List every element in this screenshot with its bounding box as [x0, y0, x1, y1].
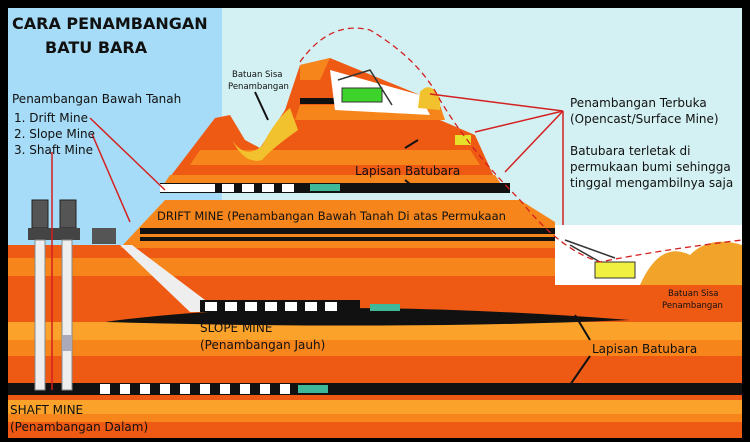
- waste-rock-right-label-1: Batuan Sisa: [668, 289, 718, 299]
- surface-desc3: tinggal mengambilnya saja: [570, 176, 733, 190]
- title-line2: BATU BARA: [45, 38, 148, 57]
- open-pit: [337, 69, 742, 285]
- surface-desc2: permukaan bumi sehingga: [570, 160, 731, 174]
- underground-heading: Penambangan Bawah Tanah: [12, 92, 181, 106]
- shaft-towers: [28, 199, 116, 391]
- mine-cart-icon: [298, 385, 328, 393]
- mine-cart-icon: [310, 184, 340, 191]
- surface-line2: (Opencast/Surface Mine): [570, 112, 719, 126]
- shaft-mine-label-1: SHAFT MINE: [10, 403, 83, 417]
- coal-seam-top-label: Lapisan Batubara: [355, 164, 460, 178]
- surface-desc1: Batubara terletak di: [570, 144, 690, 158]
- shaft-tunnel: [100, 384, 328, 394]
- slope-coal-seam: [105, 307, 630, 326]
- pointer-lines: [51, 93, 564, 390]
- slope-incline: [120, 245, 205, 312]
- waste-rock-right-label-2: Penambangan: [662, 301, 723, 311]
- list-item-shaft: 3. Shaft Mine: [14, 143, 93, 157]
- label-pointers: [254, 91, 591, 386]
- waste-rock-top-label-2: Penambangan: [228, 82, 289, 92]
- drift-mine-label: DRIFT MINE (Penambangan Bawah Tanah Di a…: [157, 209, 506, 223]
- waste-rock-pile-right: [640, 241, 742, 285]
- shaft-mine-label-2: (Penambangan Dalam): [10, 420, 148, 434]
- waste-rock-pile-top: [232, 108, 298, 161]
- drift-tunnel: [160, 183, 510, 193]
- ground-layers: [8, 245, 742, 438]
- truck-icon: [455, 135, 471, 145]
- list-item-drift: 1. Drift Mine: [14, 111, 88, 125]
- excavator-icon: [594, 261, 636, 279]
- slope-mine-label-1: SLOPE MINE: [200, 321, 272, 335]
- original-surface-line: [299, 27, 743, 263]
- waste-rock-top-label-1: Batuan Sisa: [232, 70, 282, 80]
- shaft-coal-seam: [8, 383, 742, 395]
- title-line1: CARA PENAMBANGAN: [12, 14, 208, 33]
- list-item-slope: 2. Slope Mine: [14, 127, 95, 141]
- dragline-icon: [341, 87, 383, 103]
- slope-mine-label-2: (Penambangan Jauh): [200, 338, 325, 352]
- slope-tunnel: [200, 300, 400, 312]
- coal-seam-bottom-label: Lapisan Batubara: [592, 342, 697, 356]
- mine-cart-icon: [370, 304, 400, 311]
- surface-line1: Penambangan Terbuka: [570, 96, 707, 110]
- building-icon: [92, 228, 116, 244]
